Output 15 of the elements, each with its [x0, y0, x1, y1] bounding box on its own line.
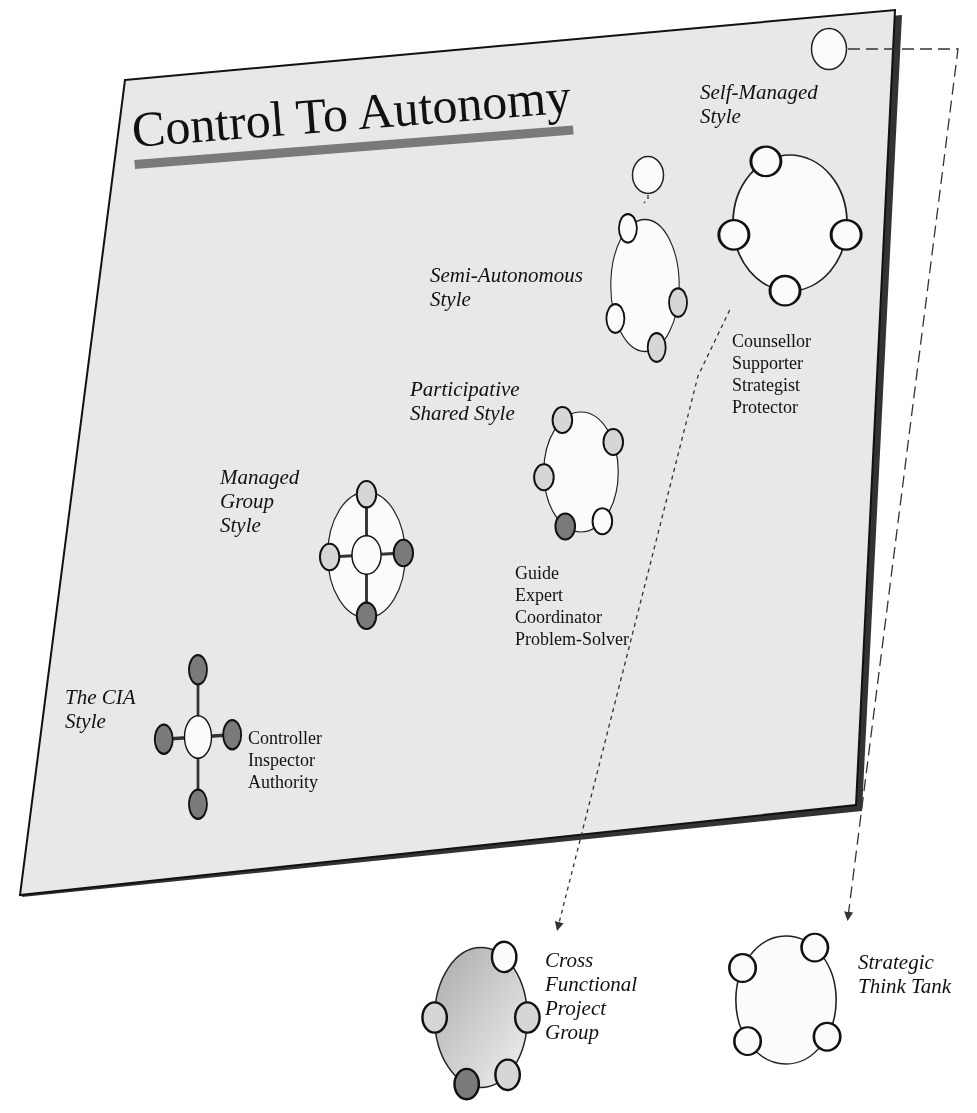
group-label: Participative Shared Style — [410, 377, 521, 425]
group-label: The CIA Style — [65, 685, 137, 733]
role-list: Guide Expert Coordinator Problem-Solver — [515, 562, 629, 650]
dashed-arrow — [554, 309, 731, 931]
circle-node — [810, 27, 848, 71]
group-label: Semi-Autonomous Style — [430, 263, 584, 311]
dashed-arrow — [844, 48, 959, 921]
group-label: Strategic Think Tank — [858, 950, 953, 998]
group-label: Managed Group Style — [220, 465, 301, 537]
role-list: Controller Inspector Authority — [248, 727, 322, 793]
role-list: Counsellor Supporter Strategist Protector — [732, 330, 811, 418]
dashed-arrow — [643, 194, 649, 204]
group-label: Cross Functional Project Group — [545, 948, 639, 1044]
circle-node — [631, 155, 665, 195]
group-label: Self-Managed Style — [700, 80, 819, 128]
